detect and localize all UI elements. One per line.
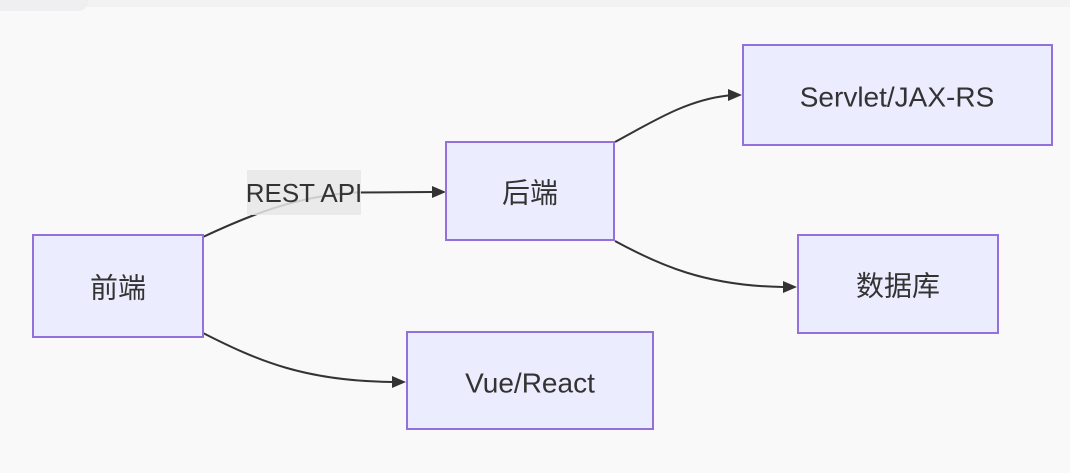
- node-database-label: 数据库: [856, 271, 940, 302]
- arrowhead-into-database: [783, 281, 797, 293]
- node-backend-label: 后端: [502, 178, 558, 209]
- edge-backend-to-database: [614, 240, 797, 293]
- edge-frontend-vuereact-path: [202, 332, 393, 383]
- arrowhead-into-backend: [432, 186, 446, 198]
- node-servlet: Servlet/JAX-RS: [742, 44, 1053, 146]
- node-vuereact-box: [406, 331, 654, 430]
- edge-backend-database-path: [614, 240, 784, 288]
- arrowhead-into-vuereact: [392, 376, 406, 388]
- node-frontend: 前端: [32, 234, 204, 338]
- node-servlet-box: [742, 44, 1053, 146]
- edge-label-background: [247, 170, 361, 215]
- edge-backend-servlet-path: [614, 94, 729, 143]
- edge-backend-to-servlet: [614, 89, 742, 143]
- node-frontend-label: 前端: [90, 273, 146, 304]
- edge-frontend-to-vuereact: [202, 332, 406, 388]
- node-vuereact-label: Vue/React: [465, 368, 595, 399]
- top-tab-decoration: [0, 0, 88, 11]
- node-frontend-box: [32, 234, 204, 338]
- node-database-box: [797, 234, 999, 334]
- top-strip-decoration: [0, 0, 1070, 7]
- edge-label-rest-api: REST API: [246, 170, 363, 215]
- node-backend: 后端: [445, 141, 615, 241]
- node-backend-box: [445, 141, 615, 241]
- arrowhead-into-servlet: [728, 89, 742, 101]
- node-vuereact: Vue/React: [406, 331, 654, 430]
- edge-label-text: REST API: [246, 178, 363, 208]
- node-servlet-label: Servlet/JAX-RS: [800, 82, 995, 113]
- node-database: 数据库: [797, 234, 999, 334]
